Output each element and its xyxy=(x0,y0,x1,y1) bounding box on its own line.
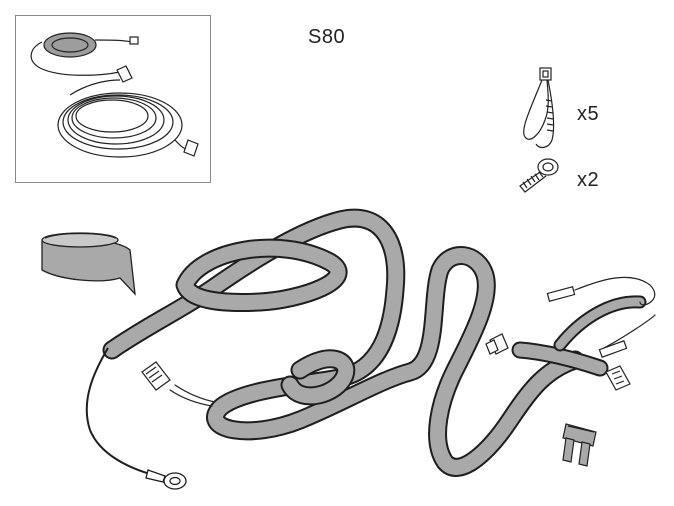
adhesive-tape-roll-icon xyxy=(41,232,136,296)
cable-tie-icon xyxy=(523,67,555,149)
screw-quantity: x2 xyxy=(577,169,600,191)
connector-icon xyxy=(141,286,631,391)
screw-icon xyxy=(519,158,559,193)
fuse-icon xyxy=(562,423,597,467)
model-label: S80 xyxy=(308,26,346,48)
ground-wire-ring-terminal-icon xyxy=(85,347,187,490)
wiring-harness-icon xyxy=(102,208,656,477)
inset-harness-coil-icon xyxy=(30,32,199,158)
cable-tie-quantity: x5 xyxy=(577,103,600,125)
